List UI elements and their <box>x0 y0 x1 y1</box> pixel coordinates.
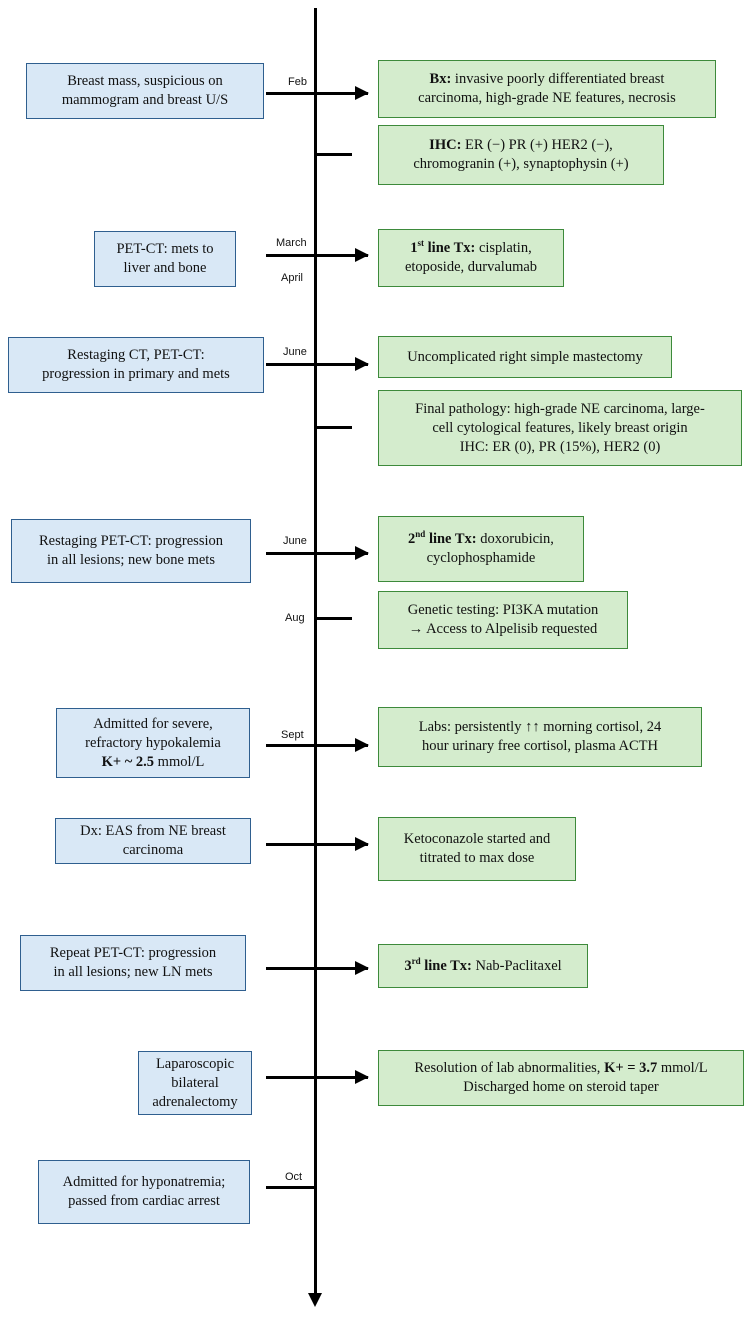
ordinal-suffix: st <box>417 238 425 249</box>
event-text: Admitted for severe, <box>93 715 213 732</box>
event-arrow <box>266 961 369 975</box>
event-text: Resolution of lab abnormalities, <box>414 1060 605 1076</box>
event-text: Labs: persistently ↑↑ morning cortisol, … <box>418 719 662 735</box>
date-label-feb: Feb <box>288 76 307 88</box>
event-text: Admitted for hyponatremia; <box>62 1174 226 1190</box>
event-text: Ketoconazole started and <box>403 831 551 847</box>
event-text: invasive poorly differentiated breast <box>451 71 665 87</box>
bold-label: line Tx: <box>425 531 477 547</box>
event-box-final-pathology: Final pathology: high-grade NE carcinoma… <box>378 390 742 466</box>
event-text: Laparoscopic <box>155 1055 235 1072</box>
ordinal-suffix: rd <box>411 955 421 966</box>
event-box-repeat-pet-ct: Repeat PET-CT: progression in all lesion… <box>20 935 246 991</box>
event-text: in all lesions; new bone mets <box>47 552 215 568</box>
event-text: hour urinary free cortisol, plasma ACTH <box>422 738 658 754</box>
event-arrow <box>266 86 369 100</box>
date-label-march: March <box>276 237 307 249</box>
event-text: adrenalectomy <box>152 1093 238 1110</box>
event-box-hyponatremia: Admitted for hyponatremia; passed from c… <box>38 1160 250 1224</box>
event-box-ketoconazole: Ketoconazole started and titrated to max… <box>378 817 576 881</box>
potassium-unit: mmol/L <box>154 753 205 770</box>
event-text: liver and bone <box>123 260 207 276</box>
event-box-labs-cortisol: Labs: persistently ↑↑ morning cortisol, … <box>378 707 702 767</box>
event-text: chromogranin (+), synaptophysin (+) <box>413 156 629 172</box>
event-box-hypokalemia: Admitted for severe, refractory hypokale… <box>56 708 250 778</box>
event-text: titrated to max dose <box>419 850 535 866</box>
event-text: Restaging CT, PET-CT: <box>67 347 205 363</box>
event-box-ihc: IHC: ER (−) PR (+) HER2 (−), chromograni… <box>378 125 664 185</box>
timeline-arrowhead <box>308 1293 322 1307</box>
potassium-value: K+ = 3.7 <box>604 1060 658 1076</box>
event-box-biopsy: Bx: invasive poorly differentiated breas… <box>378 60 716 118</box>
event-text: carcinoma, high-grade NE features, necro… <box>418 90 676 106</box>
date-label-sept: Sept <box>281 729 304 741</box>
bold-label: line Tx: <box>424 240 476 256</box>
bold-label: 3 <box>404 957 412 974</box>
event-text: Repeat PET-CT: progression <box>49 945 217 961</box>
timeline-axis <box>314 8 317 1294</box>
event-text: Dx: EAS from NE breast <box>80 823 226 839</box>
date-label-aug: Aug <box>285 612 305 624</box>
ordinal-suffix: nd <box>415 529 426 540</box>
potassium-label: K+ ~ <box>101 753 136 770</box>
event-arrow <box>266 738 369 752</box>
event-text: PET-CT: mets to <box>116 241 214 257</box>
event-text: cyclophosphamide <box>426 550 536 566</box>
potassium-value: 2.5 <box>135 753 155 770</box>
event-text: in all lesions; new LN mets <box>53 964 213 980</box>
connector-tick <box>316 426 352 429</box>
date-label-april: April <box>281 272 304 284</box>
event-box-genetic-testing: Genetic testing: PI3KA mutation → Access… <box>378 591 628 649</box>
event-arrow <box>266 546 369 560</box>
event-box-third-line-tx: 3rd line Tx: Nab-Paclitaxel <box>378 944 588 988</box>
event-text: cisplatin, <box>475 240 532 256</box>
event-text: Restaging PET-CT: progression <box>38 533 223 549</box>
event-box-adrenalectomy: Laparoscopic bilateral adrenalectomy <box>138 1051 252 1115</box>
date-label-oct: Oct <box>285 1171 303 1183</box>
event-text: Nab-Paclitaxel <box>471 957 562 974</box>
event-text: ER (−) PR (+) HER2 (−), <box>461 137 613 153</box>
date-label-june: June <box>283 535 307 547</box>
event-box-resolution: Resolution of lab abnormalities, K+ = 3.… <box>378 1050 744 1106</box>
bold-label: Bx: <box>429 71 452 87</box>
event-text: Genetic testing: PI3KA mutation <box>407 602 599 618</box>
event-text: IHC: ER (0), PR (15%), HER2 (0) <box>459 438 661 455</box>
event-box-second-line-tx: 2nd line Tx: doxorubicin, cyclophosphami… <box>378 516 584 582</box>
event-box-dx-eas: Dx: EAS from NE breast carcinoma <box>55 818 251 864</box>
event-text: Uncomplicated right simple mastectomy <box>407 348 643 365</box>
bold-label: 1 <box>410 240 418 256</box>
event-arrow <box>266 248 369 262</box>
event-text: etoposide, durvalumab <box>404 259 538 275</box>
connector-tick <box>266 1186 316 1189</box>
event-text: cell cytological features, likely breast… <box>432 419 688 436</box>
event-text: bilateral <box>171 1074 219 1091</box>
event-box-restaging-ct: Restaging CT, PET-CT: progression in pri… <box>8 337 264 393</box>
event-arrow <box>266 837 369 851</box>
event-text: progression in primary and mets <box>42 366 230 382</box>
event-text: doxorubicin, <box>476 531 554 547</box>
connector-tick <box>316 153 352 156</box>
date-label-june: June <box>283 346 307 358</box>
event-text: passed from cardiac arrest <box>68 1193 220 1209</box>
bold-label: IHC: <box>429 137 462 153</box>
event-text: → Access to Alpelisib requested <box>408 621 598 637</box>
bold-label: 2 <box>408 531 416 547</box>
event-box-mastectomy: Uncomplicated right simple mastectomy <box>378 336 672 378</box>
event-box-breast-mass: Breast mass, suspicious on mammogram and… <box>26 63 264 119</box>
event-text: mmol/L <box>657 1060 708 1076</box>
bold-label: line Tx: <box>420 957 472 974</box>
potassium-line: K+ ~ 2.5 mmol/L <box>102 753 205 772</box>
event-text: Final pathology: high-grade NE carcinoma… <box>415 400 705 417</box>
event-arrow <box>266 1070 369 1084</box>
event-box-first-line-tx: 1st line Tx: cisplatin, etoposide, durva… <box>378 229 564 287</box>
event-text: Discharged home on steroid taper <box>463 1079 659 1095</box>
connector-tick <box>316 617 352 620</box>
event-text: carcinoma <box>122 842 184 858</box>
event-box-pet-ct-mets: PET-CT: mets to liver and bone <box>94 231 236 287</box>
event-box-restaging-pet-ct: Restaging PET-CT: progression in all les… <box>11 519 251 583</box>
event-text: mammogram and breast U/S <box>61 92 229 108</box>
event-text: Breast mass, suspicious on <box>67 73 223 89</box>
event-text: refractory hypokalemia <box>85 734 221 751</box>
event-arrow <box>266 357 369 371</box>
